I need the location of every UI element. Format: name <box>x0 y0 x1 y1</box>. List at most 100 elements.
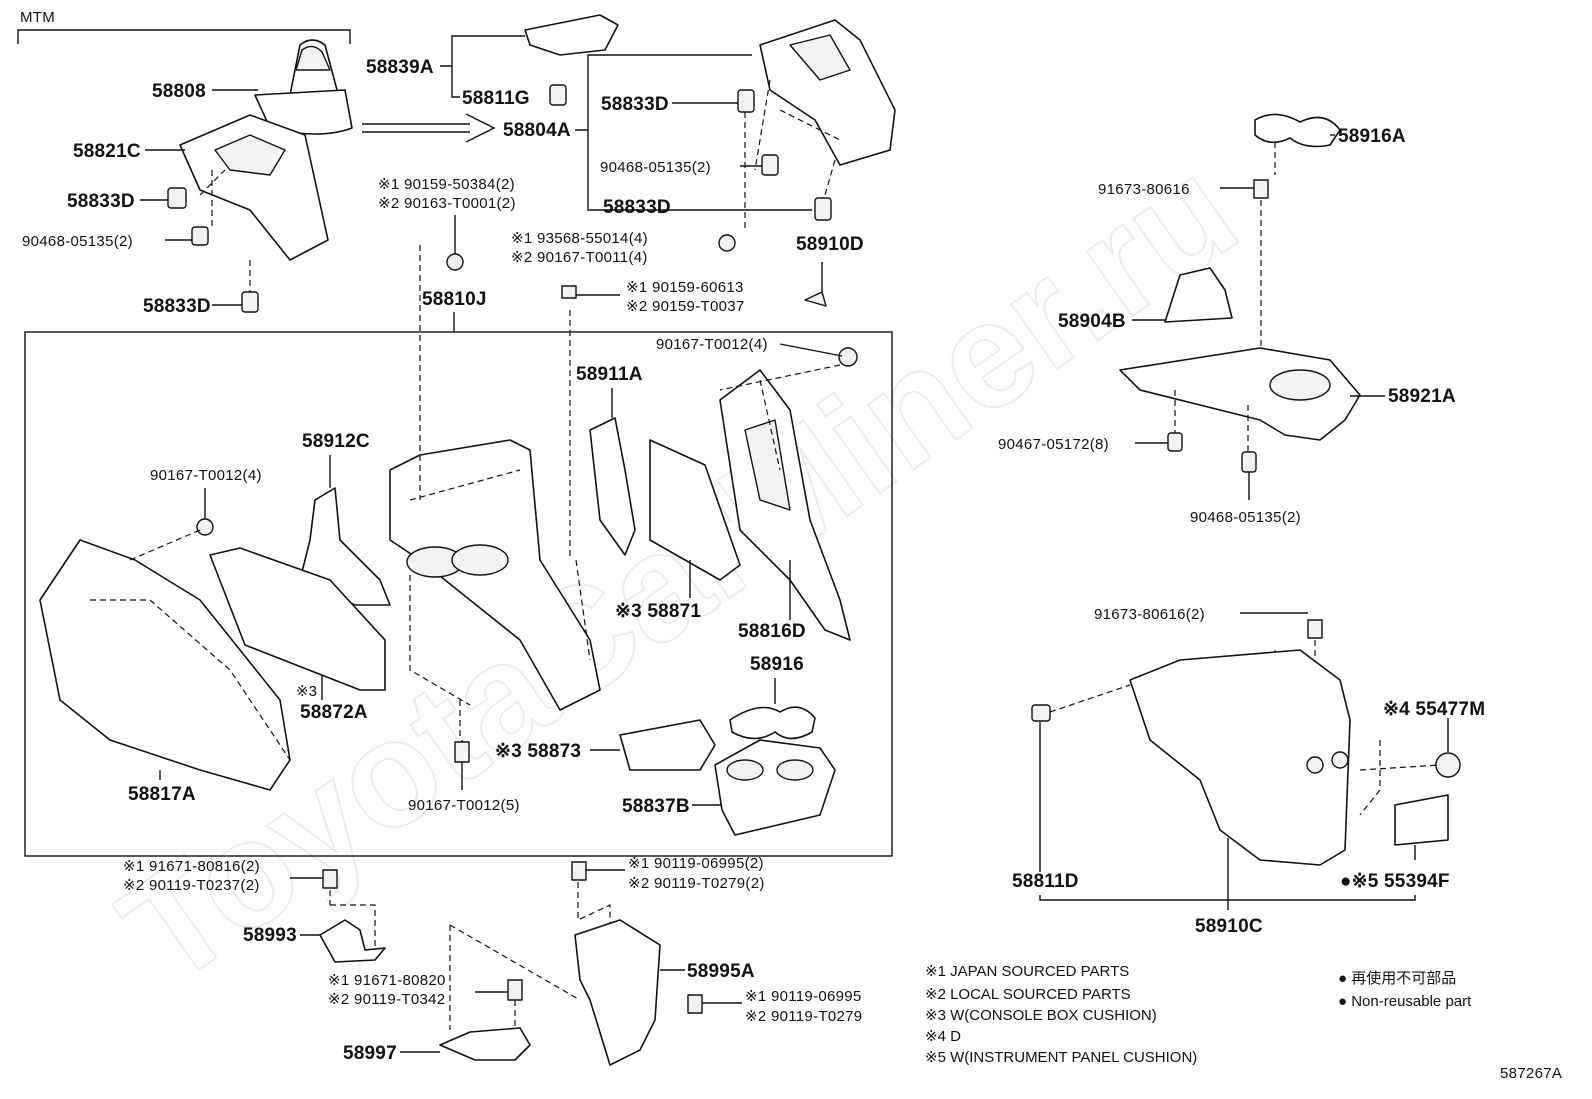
legend-note-5: ※5 W(INSTRUMENT PANEL CUSHION) <box>925 1049 1197 1066</box>
nonreusable-jp: ● 再使用不可部品 <box>1338 970 1456 987</box>
assembly-frame <box>24 331 893 857</box>
label-90167-T0011: ※2 90167-T0011(4) <box>511 249 648 266</box>
legend-note-1: ※1 JAPAN SOURCED PARTS <box>925 963 1129 980</box>
label-58837B: 58837B <box>622 796 690 817</box>
label-91673-80616-2: 91673-80616(2) <box>1094 606 1205 623</box>
label-58993: 58993 <box>243 925 297 946</box>
label-58871: ※3 58871 <box>615 601 701 622</box>
clip-icon <box>191 226 209 246</box>
label-90468-c: 90468-05135(2) <box>1190 509 1301 526</box>
clip-icon <box>549 84 567 106</box>
clip-icon <box>814 197 832 221</box>
label-58811D: 58811D <box>1012 871 1079 892</box>
bolt-icon <box>1307 619 1323 639</box>
label-90163-T0001: ※2 90163-T0001(2) <box>378 195 516 212</box>
label-58833D-a: 58833D <box>67 191 135 212</box>
label-90167-T0012-c: 90167-T0012(5) <box>408 797 520 814</box>
screw-icon <box>718 234 736 252</box>
label-58910C: 58910C <box>1195 916 1263 937</box>
mat-58916 <box>729 706 816 740</box>
clip-icon <box>1241 451 1257 473</box>
mtm-bracket: MTM <box>17 9 351 44</box>
pad-55394F <box>1394 794 1449 846</box>
clip-icon <box>1167 432 1183 452</box>
label-58804A: 58804A <box>503 120 571 141</box>
screw-icon <box>446 253 464 271</box>
label-90119-T0237: ※2 90119-T0237(2) <box>123 877 260 894</box>
label-58912C: 58912C <box>302 431 370 452</box>
bolt-icon <box>571 861 587 881</box>
label-90167-T0012-a: 90167-T0012(4) <box>656 336 768 353</box>
label-91671-80820: ※1 91671-80820 <box>328 972 446 989</box>
bracket-58912C <box>299 487 391 606</box>
label-90167-T0012-b: 90167-T0012(4) <box>150 467 262 484</box>
shift-boot <box>254 39 353 135</box>
legend-note-3: ※3 W(CONSOLE BOX CUSHION) <box>925 1007 1157 1024</box>
label-90468-a: 90468-05135(2) <box>22 233 133 250</box>
label-58833D-d: 58833D <box>603 197 671 218</box>
label-55477M: ※4 55477M <box>1383 699 1485 720</box>
mtm-label: MTM <box>20 9 55 26</box>
panel-58816D <box>719 369 851 641</box>
console-58910C <box>1129 649 1351 866</box>
label-58873: ※3 58873 <box>495 741 581 762</box>
console-body-58810J <box>389 439 601 711</box>
label-58911A: 58911A <box>576 364 643 385</box>
label-90119-T0279-a: ※2 90119-T0279(2) <box>628 875 765 892</box>
screw-icon <box>838 347 858 367</box>
nonreusable-en: ● Non-reusable part <box>1338 993 1472 1010</box>
cover-58911A <box>589 417 636 556</box>
screw-icon <box>196 518 214 536</box>
label-58833D-b: 58833D <box>143 296 211 317</box>
label-58916A: 58916A <box>1338 126 1406 147</box>
bracket-58997 <box>439 1027 531 1061</box>
label-91673-80616: 91673-80616 <box>1098 181 1190 198</box>
document-id: 587267A <box>1500 1065 1562 1082</box>
label-58916: 58916 <box>750 654 804 675</box>
label-58811G: 58811G <box>462 88 530 109</box>
label-90119-T0342: ※2 90119-T0342 <box>328 991 445 1008</box>
bracket-58993 <box>319 919 386 963</box>
label-58839A: 58839A <box>366 57 434 78</box>
cushion-58873 <box>619 719 716 771</box>
label-90468-b: 90468-05135(2) <box>600 159 711 176</box>
bolt-icon <box>561 285 577 299</box>
label-58810J: 58810J <box>422 289 487 310</box>
screw-icons-top <box>446 234 858 367</box>
panel-58804A <box>759 19 896 166</box>
legend-note-2: ※2 LOCAL SOURCED PARTS <box>925 986 1131 1003</box>
clip-icon <box>167 187 187 209</box>
label-90159-50384: ※1 90159-50384(2) <box>378 176 515 193</box>
bolt-icon <box>322 869 338 889</box>
cap-icon <box>1435 752 1461 778</box>
label-58904B: 58904B <box>1058 311 1126 332</box>
label-90119-T0279-b: ※2 90119-T0279 <box>745 1008 862 1025</box>
label-58817A: 58817A <box>128 784 196 805</box>
label-58872A: 58872A <box>300 702 368 723</box>
panel-58821C <box>179 114 329 261</box>
mat-58916A <box>1254 113 1341 148</box>
legend-note-4: ※4 D <box>925 1028 961 1045</box>
legend: ※1 JAPAN SOURCED PARTS ※2 LOCAL SOURCED … <box>925 963 1472 1066</box>
clip-icon <box>1031 704 1051 722</box>
boot-58904B <box>1164 267 1233 323</box>
label-58821C: 58821C <box>73 141 141 162</box>
label-58872A-mark: ※3 <box>296 683 317 700</box>
clip-icon <box>737 89 755 113</box>
bolt-icon <box>454 741 470 763</box>
clip-icon <box>241 291 259 313</box>
label-58921A: 58921A <box>1388 386 1456 407</box>
bracket-58995A <box>574 919 661 1066</box>
cushion-58872A <box>209 547 386 691</box>
label-58910D: 58910D <box>796 234 864 255</box>
bolt-icon <box>507 979 523 1001</box>
label-58997: 58997 <box>343 1043 397 1064</box>
direction-arrow <box>362 113 496 143</box>
holder-58837B <box>714 739 836 836</box>
bolt-icon <box>1253 179 1269 199</box>
label-90467: 90467-05172(8) <box>998 436 1109 453</box>
label-58816D: 58816D <box>738 621 806 642</box>
bolt-icon <box>804 291 827 307</box>
label-90159-T0037: ※2 90159-T0037 <box>626 298 745 315</box>
